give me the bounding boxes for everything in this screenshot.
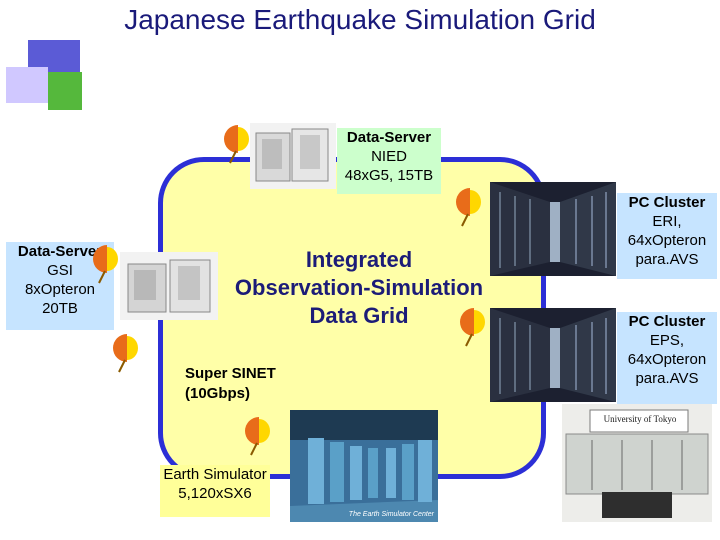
- satellite-dish-icon: [245, 417, 270, 456]
- grid-title-line2: Observation-Simulation: [234, 275, 484, 300]
- nied-server-image: [250, 123, 336, 189]
- eps-line3: para.AVS: [635, 370, 699, 387]
- eps-title: PC Cluster: [628, 313, 706, 330]
- satellite-dish-icon: [460, 308, 485, 347]
- grid-title-line1: Integrated: [305, 247, 413, 272]
- gsi-line3: 20TB: [42, 300, 78, 317]
- satellite-dish-icon: [93, 245, 118, 284]
- nied-line1: NIED: [371, 148, 407, 165]
- eri-line2: 64xOpteron: [627, 232, 707, 249]
- earth-simulator-label: Earth Simulator 5,120xSX6: [160, 465, 270, 517]
- gsi-title: Data-Server: [17, 243, 103, 260]
- deco-square-green: [48, 72, 82, 110]
- satellite-dish-icon: [224, 125, 249, 164]
- eri-cluster-image: [490, 182, 616, 276]
- network-label: Super SINET (10Gbps): [185, 364, 276, 404]
- deco-square-lavender: [6, 67, 48, 103]
- eri-line3: para.AVS: [635, 251, 699, 268]
- grid-title-line3: Data Grid: [309, 303, 409, 328]
- network-label-line1: Super SINET: [185, 365, 276, 382]
- satellite-dish-icon: [113, 334, 138, 373]
- booth-sign: University of Tokyo: [603, 414, 677, 424]
- gsi-line2: 8xOpteron: [24, 281, 96, 298]
- eps-label: PC Cluster EPS, 64xOpteron para.AVS: [617, 312, 717, 404]
- eri-title: PC Cluster: [628, 194, 706, 211]
- gsi-line1: GSI: [47, 262, 73, 279]
- eps-line2: 64xOpteron: [627, 351, 707, 368]
- page-title: Japanese Earthquake Simulation Grid: [124, 4, 596, 35]
- earth-simulator-line1: 5,120xSX6: [178, 485, 252, 502]
- earth-simulator-image: The Earth Simulator Center: [290, 410, 438, 522]
- grid-title: Integrated Observation-Simulation Data G…: [222, 246, 496, 330]
- satellite-dish-icon: [456, 188, 481, 227]
- university-booth-image: University of Tokyo: [562, 404, 712, 522]
- eps-cluster-image: [490, 308, 616, 402]
- eri-line1: ERI,: [652, 213, 682, 230]
- network-label-line2: (10Gbps): [185, 385, 251, 402]
- nied-label: Data-Server NIED 48xG5, 15TB: [337, 128, 441, 194]
- nied-title: Data-Server: [346, 129, 432, 146]
- eps-line1: EPS,: [649, 332, 685, 349]
- gsi-server-image: [120, 252, 218, 320]
- eri-label: PC Cluster ERI, 64xOpteron para.AVS: [617, 193, 717, 279]
- earth-simulator-title: Earth Simulator: [163, 466, 267, 483]
- earth-simulator-caption: The Earth Simulator Center: [348, 511, 434, 518]
- nied-line2: 48xG5, 15TB: [344, 167, 434, 184]
